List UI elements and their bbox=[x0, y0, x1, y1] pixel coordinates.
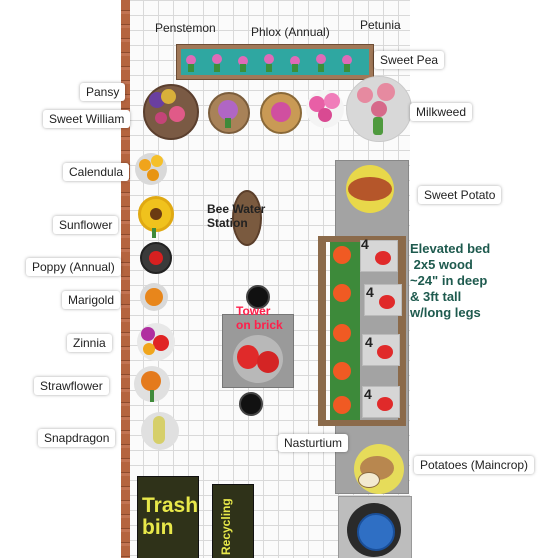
trash-bin[interactable]: Trash bin bbox=[137, 476, 199, 558]
brick-fence[interactable] bbox=[121, 0, 130, 558]
strawberry-count: 4 bbox=[365, 334, 373, 350]
marigold-flower-icon bbox=[145, 288, 163, 306]
sweet-pea-label: Sweet Pea bbox=[374, 51, 445, 69]
milkweed-pot[interactable] bbox=[346, 76, 412, 142]
sweet-potato-label: Sweet Potato bbox=[418, 186, 502, 204]
calendula-flower-icon bbox=[151, 155, 163, 167]
nasturtium-flower-icon bbox=[333, 396, 351, 414]
pansy-flower-icon bbox=[161, 89, 176, 104]
nasturtium-flower-icon bbox=[333, 324, 351, 342]
bee-water-label: Bee Water Station bbox=[207, 202, 266, 230]
elevated-bed[interactable] bbox=[318, 236, 408, 426]
strawberry-tower[interactable] bbox=[222, 314, 294, 388]
pansy-pot[interactable] bbox=[143, 84, 199, 140]
zinnia-label: Zinnia bbox=[67, 334, 112, 352]
water-barrel[interactable] bbox=[338, 496, 412, 558]
calendula-flower-icon bbox=[147, 169, 159, 181]
milkweed-flower-icon bbox=[377, 83, 395, 101]
strawberry-icon bbox=[375, 251, 391, 265]
phlox-pot[interactable] bbox=[260, 92, 302, 134]
petunia-label: Petunia bbox=[360, 18, 401, 32]
milkweed-flower-icon bbox=[371, 101, 387, 117]
sweet-potato-icon bbox=[348, 177, 392, 201]
penstemon-label: Penstemon bbox=[155, 21, 216, 35]
nasturtium-flower-icon bbox=[333, 246, 351, 264]
penstemon-pot[interactable] bbox=[208, 92, 250, 134]
zinnia-flower-icon bbox=[141, 327, 155, 341]
calendula-flower-icon bbox=[139, 159, 151, 171]
trash-bin-label: Trash bin bbox=[142, 494, 199, 539]
strawberry-square[interactable] bbox=[364, 284, 402, 316]
marigold-label: Marigold bbox=[62, 291, 121, 309]
phlox-flower-icon bbox=[271, 102, 291, 122]
sweet-potato-pot[interactable] bbox=[346, 165, 394, 213]
potatoes-label: Potatoes (Maincrop) bbox=[414, 456, 535, 474]
strawberry-count: 4 bbox=[361, 236, 369, 252]
phlox-label: Phlox (Annual) bbox=[251, 25, 330, 39]
penstemon-flower-icon bbox=[218, 100, 238, 120]
petunia-flower-icon bbox=[324, 93, 340, 109]
sweet-pea-flowers bbox=[186, 54, 352, 72]
petunia-pot[interactable] bbox=[306, 90, 344, 128]
poppy-flower-icon bbox=[149, 251, 163, 265]
nasturtium-flower-icon bbox=[333, 362, 351, 380]
poppy-label: Poppy (Annual) bbox=[26, 258, 121, 276]
potatoes-pot[interactable] bbox=[354, 444, 404, 494]
sweet-pea-planter[interactable] bbox=[176, 44, 374, 80]
snapdragon-label: Snapdragon bbox=[38, 429, 116, 447]
recycling-bin[interactable]: Recycling bbox=[212, 484, 254, 558]
sweet-william-label: Sweet William bbox=[43, 110, 131, 128]
bee-water-station[interactable] bbox=[232, 190, 262, 246]
drip-emitter-icon[interactable] bbox=[239, 392, 263, 416]
strawberry-square[interactable] bbox=[360, 240, 398, 272]
water-icon bbox=[357, 513, 395, 551]
pansy-label: Pansy bbox=[80, 83, 126, 101]
sunflower-label: Sunflower bbox=[53, 216, 119, 234]
zinnia-flower-icon bbox=[153, 335, 169, 351]
recycling-bin-label: Recycling bbox=[219, 498, 233, 555]
zinnia-pot[interactable] bbox=[137, 323, 175, 361]
marigold-pot[interactable] bbox=[140, 283, 168, 311]
barrel-rim bbox=[347, 503, 401, 557]
strawberry-icon bbox=[377, 397, 393, 411]
strawberry-square[interactable] bbox=[362, 334, 400, 366]
calendula-pot[interactable] bbox=[135, 153, 167, 185]
strawflower-label: Strawflower bbox=[34, 377, 109, 395]
sweet-william-flower-icon bbox=[155, 112, 167, 124]
strawflower-icon bbox=[141, 371, 161, 391]
petunia-flower-icon bbox=[318, 108, 332, 122]
strawberry-count: 4 bbox=[364, 386, 372, 402]
strawberry-icon bbox=[257, 351, 279, 373]
nasturtium-label: Nasturtium bbox=[278, 434, 349, 452]
snapdragon-flower-icon bbox=[153, 416, 165, 444]
sunflower-icon bbox=[150, 208, 162, 220]
milkweed-flower-icon bbox=[357, 87, 373, 103]
poppy-pot[interactable] bbox=[140, 242, 172, 274]
strawberry-icon bbox=[379, 295, 395, 309]
tower-label: Tower on brick bbox=[236, 304, 283, 332]
strawflower-pot[interactable] bbox=[134, 366, 170, 402]
strawberry-icon bbox=[237, 345, 259, 369]
snapdragon-pot[interactable] bbox=[141, 412, 179, 450]
strawberry-count: 4 bbox=[366, 284, 374, 300]
sunflower-pot[interactable] bbox=[138, 196, 174, 232]
strawberry-icon bbox=[377, 345, 393, 359]
drip-emitter-icon[interactable] bbox=[246, 285, 270, 309]
calendula-label: Calendula bbox=[63, 163, 130, 181]
sweet-william-flower-icon bbox=[169, 106, 185, 122]
potato-icon bbox=[358, 472, 380, 488]
strawberry-square[interactable] bbox=[362, 386, 400, 418]
elevated-bed-note: Elevated bed 2x5 wood ~24" in deep & 3ft… bbox=[410, 241, 491, 320]
zinnia-flower-icon bbox=[143, 343, 155, 355]
nasturtium-flower-icon bbox=[333, 284, 351, 302]
milkweed-label: Milkweed bbox=[410, 103, 473, 121]
